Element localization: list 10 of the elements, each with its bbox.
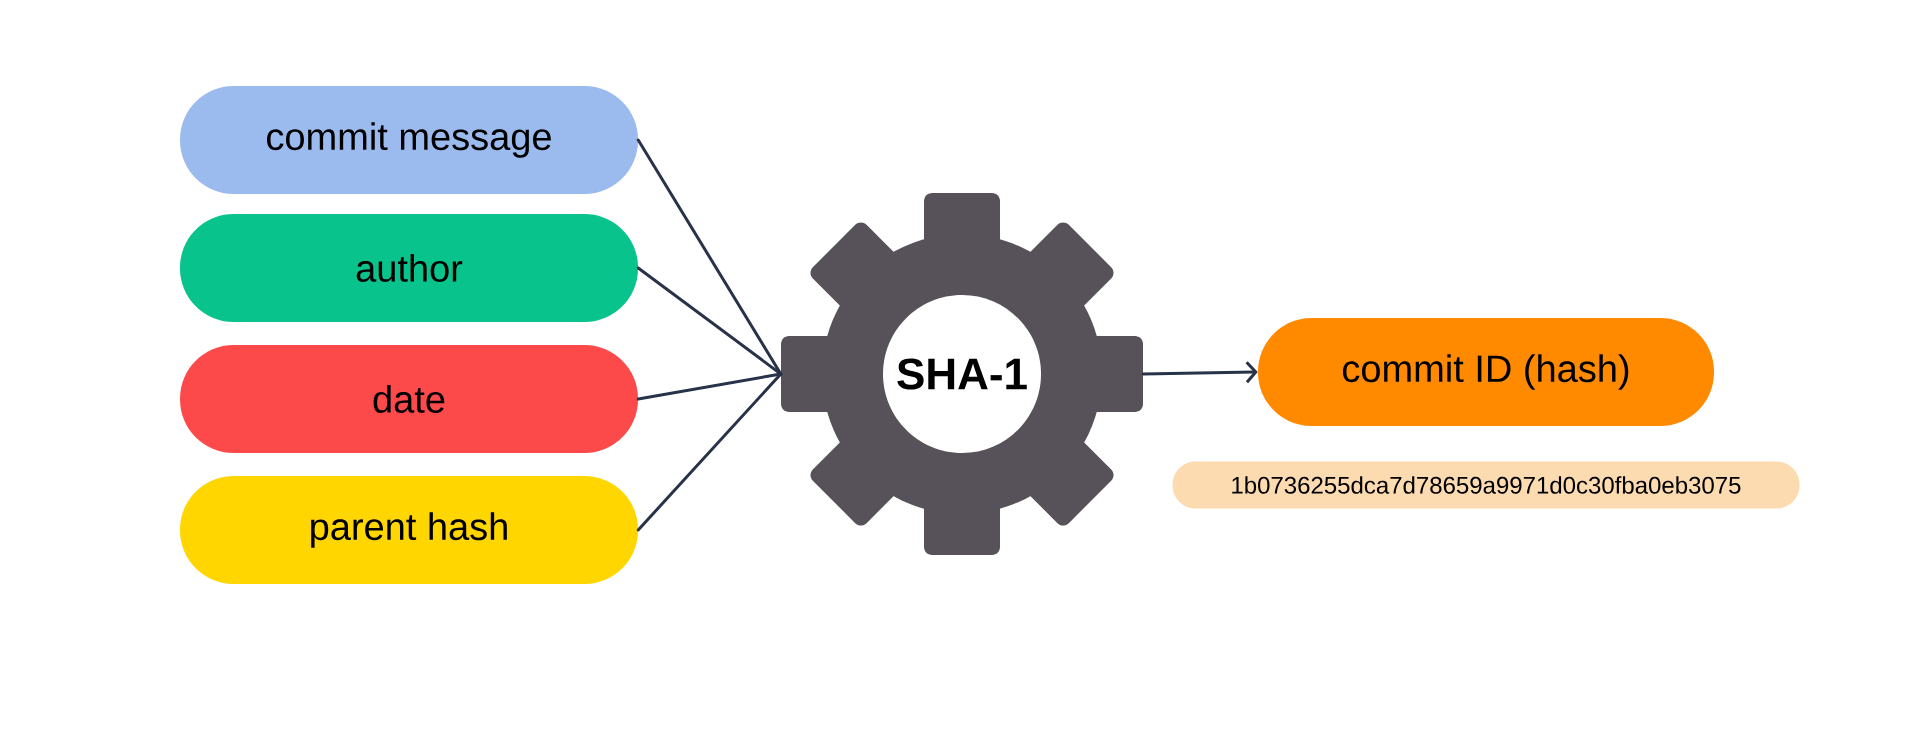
connector-line [636,372,783,532]
hash-pill: 1b0736255dca7d78659a9971d0c30fba0eb3075 [1172,461,1800,509]
connector-line [636,266,783,376]
input-pill: date [180,345,638,453]
output-pill: commit ID (hash) [1258,318,1714,426]
input-pill: parent hash [180,476,638,584]
input-pill: author [180,214,638,322]
connector-line [636,138,783,376]
connector-line [1141,361,1258,384]
input-pill: commit message [180,86,638,194]
